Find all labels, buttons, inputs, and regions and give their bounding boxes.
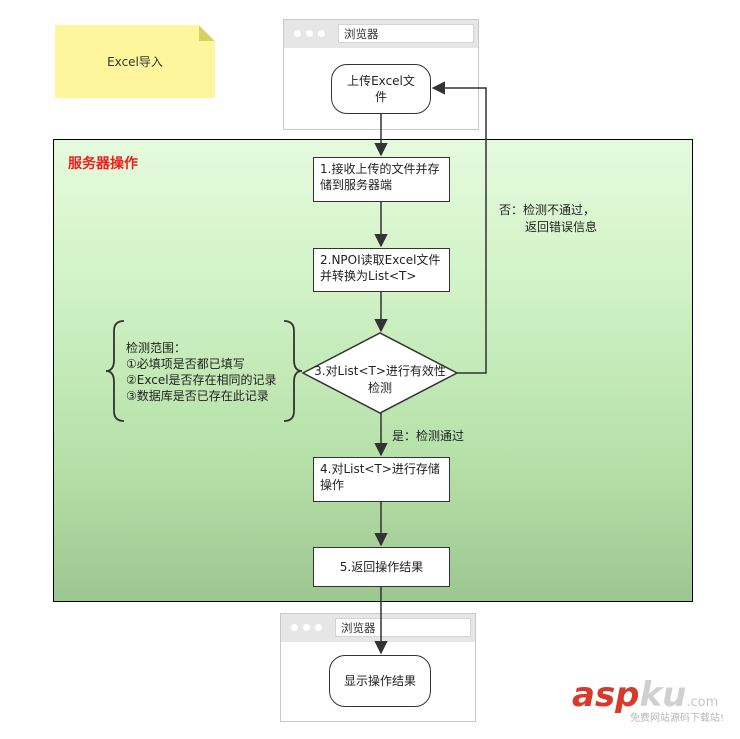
step-4-box: 4.对List<T>进行存储操作	[313, 457, 450, 502]
terminal-upload-excel: 上传Excel文件	[331, 64, 431, 114]
step-2-box: 2.NPOI读取Excel文件并转换为List<T>	[313, 248, 450, 292]
step-1-box: 1.接收上传的文件并存储到服务器端	[313, 157, 450, 202]
terminal-result-text: 显示操作结果	[343, 674, 416, 688]
sticky-note-text: Excel导入	[107, 55, 163, 69]
step-5-box: 5.返回操作结果	[313, 547, 450, 587]
watermark-logo: aspku.com 免费网站源码下载站!	[572, 677, 724, 725]
check-scope-item: ②Excel是否存在相同的记录	[126, 373, 277, 387]
check-scope-title: 检测范围：	[126, 341, 187, 355]
step-5-text: 5.返回操作结果	[339, 560, 424, 574]
browser-address-text: 浏览器	[341, 621, 376, 635]
watermark-suffix: .com	[686, 695, 719, 710]
window-dot-icon	[303, 624, 310, 631]
browser-titlebar: 浏览器	[284, 20, 478, 48]
watermark-brand-left: asp	[572, 675, 640, 715]
decision-diamond	[301, 332, 459, 414]
browser-address-bar: 浏览器	[338, 24, 474, 43]
window-dot-icon	[294, 30, 301, 37]
check-scope-item: ③数据库是否已存在此记录	[126, 389, 269, 403]
window-dot-icon	[306, 30, 313, 37]
yes-branch-label: 是：检测通过	[392, 429, 465, 443]
window-dot-icon	[318, 30, 325, 37]
decision-text: 3.对List<T>进行有效性检测	[314, 364, 446, 395]
no-branch-line1: 否：检测不通过，	[499, 203, 596, 217]
terminal-upload-text: 上传Excel文件	[347, 74, 415, 104]
step-4-text: 4.对List<T>进行存储操作	[320, 462, 440, 492]
browser-titlebar: 浏览器	[281, 614, 475, 642]
check-scope-item: ①必填项是否都已填写	[126, 357, 245, 371]
sticky-note-fold	[199, 25, 215, 41]
no-branch-label: 否：检测不通过， 返回错误信息	[499, 202, 597, 236]
watermark-tagline: 免费网站源码下载站!	[630, 713, 725, 724]
step-2-text: 2.NPOI读取Excel文件并转换为List<T>	[320, 253, 441, 283]
server-area-title: 服务器操作	[68, 156, 138, 172]
no-branch-line2: 返回错误信息	[525, 220, 598, 234]
terminal-show-result: 显示操作结果	[329, 655, 431, 707]
check-scope-annotation: 检测范围： ①必填项是否都已填写 ②Excel是否存在相同的记录 ③数据库是否已…	[126, 340, 277, 404]
browser-address-bar: 浏览器	[335, 618, 471, 637]
window-dot-icon	[291, 624, 298, 631]
sticky-note: Excel导入	[55, 25, 215, 98]
step-1-text: 1.接收上传的文件并存储到服务器端	[320, 162, 440, 192]
watermark-brand-right: ku	[639, 675, 687, 715]
window-dot-icon	[315, 624, 322, 631]
browser-address-text: 浏览器	[344, 27, 379, 41]
